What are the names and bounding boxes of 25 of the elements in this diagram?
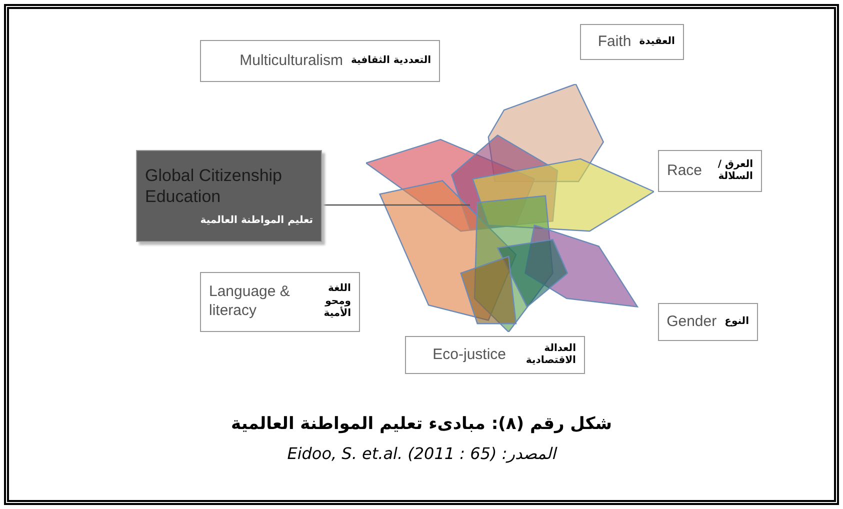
topic-label-box (405, 336, 585, 374)
topic-text: Language & literacy (209, 283, 291, 321)
topic-label-box (200, 40, 440, 82)
topic-text: Race (667, 162, 702, 180)
arabic-text: العرق / السلالة (716, 158, 753, 184)
topic-label-box (200, 272, 360, 332)
topic-label-box (658, 303, 758, 341)
topic-text: Eco-justice (432, 346, 506, 364)
topic-text: Global Citizenship Education (145, 164, 284, 207)
figure-caption: شكل رقم (٨): مبادىء تعليم المواطنة العالمية (231, 413, 612, 436)
topic-label-box (580, 24, 684, 60)
topic-text: Multiculturalism (240, 52, 343, 70)
main-topic-box (136, 150, 322, 242)
topic-text: Faith (598, 32, 632, 52)
arabic-text: النوع (724, 316, 749, 328)
arabic-text: العقيدة (639, 36, 675, 48)
leader-line (322, 204, 470, 206)
overlapping-polygons-drawing (366, 84, 654, 332)
arabic-text: اللغة ومحو الأمية (322, 283, 351, 321)
arabic-text: العدالة الاقتصادية (524, 342, 576, 368)
topic-label-box (658, 150, 762, 192)
topic-text: Gender (666, 312, 717, 332)
arabic-text: تعليم المواطنة العالمية (199, 215, 313, 228)
arabic-text: التعددية الثقافية (350, 54, 431, 68)
source-note: المصدر: Eidoo, S. et.al. (2011 : 65) (287, 442, 556, 465)
